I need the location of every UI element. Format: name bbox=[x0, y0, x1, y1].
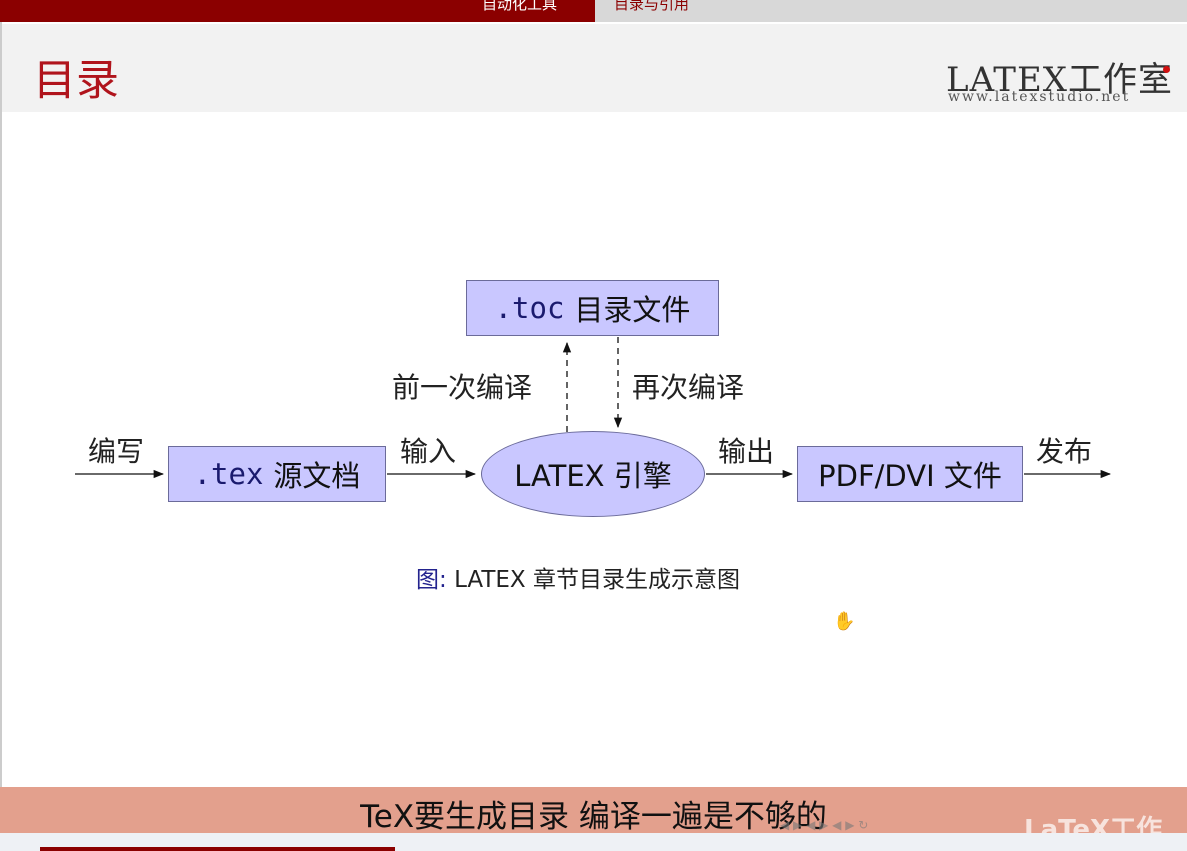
logo: LATEX工作室 bbox=[946, 60, 1173, 100]
hand-cursor-icon: ✋ bbox=[833, 611, 856, 632]
figure-caption: 图: LATEX 章节目录生成示意图 bbox=[416, 560, 740, 594]
slide-title: 目录 bbox=[33, 56, 119, 106]
edge-label-compile-again: 再次编译 bbox=[632, 371, 745, 404]
tex-source-label: 源文档 bbox=[273, 459, 361, 493]
bottom-progress-bar bbox=[40, 847, 395, 851]
nav-tab-toc-and-refs[interactable]: 目录与引用 bbox=[614, 0, 690, 13]
nav-active-section bbox=[0, 0, 595, 22]
bottom-strip bbox=[0, 833, 1187, 851]
logo-url: www.latexstudio.net bbox=[948, 89, 1131, 105]
edge-label-output: 输出 bbox=[718, 435, 775, 468]
toc-file-label: 目录文件 bbox=[574, 293, 691, 327]
slide-left-border bbox=[0, 22, 2, 812]
logo-dot bbox=[1163, 66, 1170, 73]
edge-label-write: 编写 bbox=[88, 435, 145, 468]
caption-text: LATEX 章节目录生成示意图 bbox=[454, 567, 741, 593]
tex-ext-label: .tex bbox=[193, 457, 264, 491]
top-nav-bar bbox=[0, 0, 1187, 22]
slide-header bbox=[2, 24, 1187, 112]
toc-ext-label: .toc bbox=[494, 291, 565, 325]
edge-label-publish: 发布 bbox=[1036, 435, 1093, 468]
beamer-nav-symbols-icon[interactable]: ◀ ▶ ◀ ▶ ◀ ▶ ↻ bbox=[780, 818, 869, 832]
subtitle-band bbox=[0, 787, 1187, 833]
node-pdf-dvi-file: PDF/DVI 文件 bbox=[797, 446, 1023, 502]
caption-prefix: 图: bbox=[416, 567, 447, 593]
node-toc-file: .toc 目录文件 bbox=[466, 280, 719, 336]
nav-tab-automation[interactable]: 自动化工具 bbox=[482, 0, 558, 13]
video-subtitle: TeX要生成目录 编译一遍是不够的 bbox=[360, 799, 827, 835]
edge-label-input: 输入 bbox=[400, 435, 457, 468]
pdf-dvi-label: PDF/DVI 文件 bbox=[818, 459, 1002, 493]
node-latex-engine: LATEX 引擎 bbox=[481, 431, 705, 517]
engine-label: LATEX 引擎 bbox=[514, 459, 672, 493]
node-tex-source: .tex 源文档 bbox=[168, 446, 386, 502]
edge-label-previous-compile: 前一次编译 bbox=[392, 371, 533, 404]
